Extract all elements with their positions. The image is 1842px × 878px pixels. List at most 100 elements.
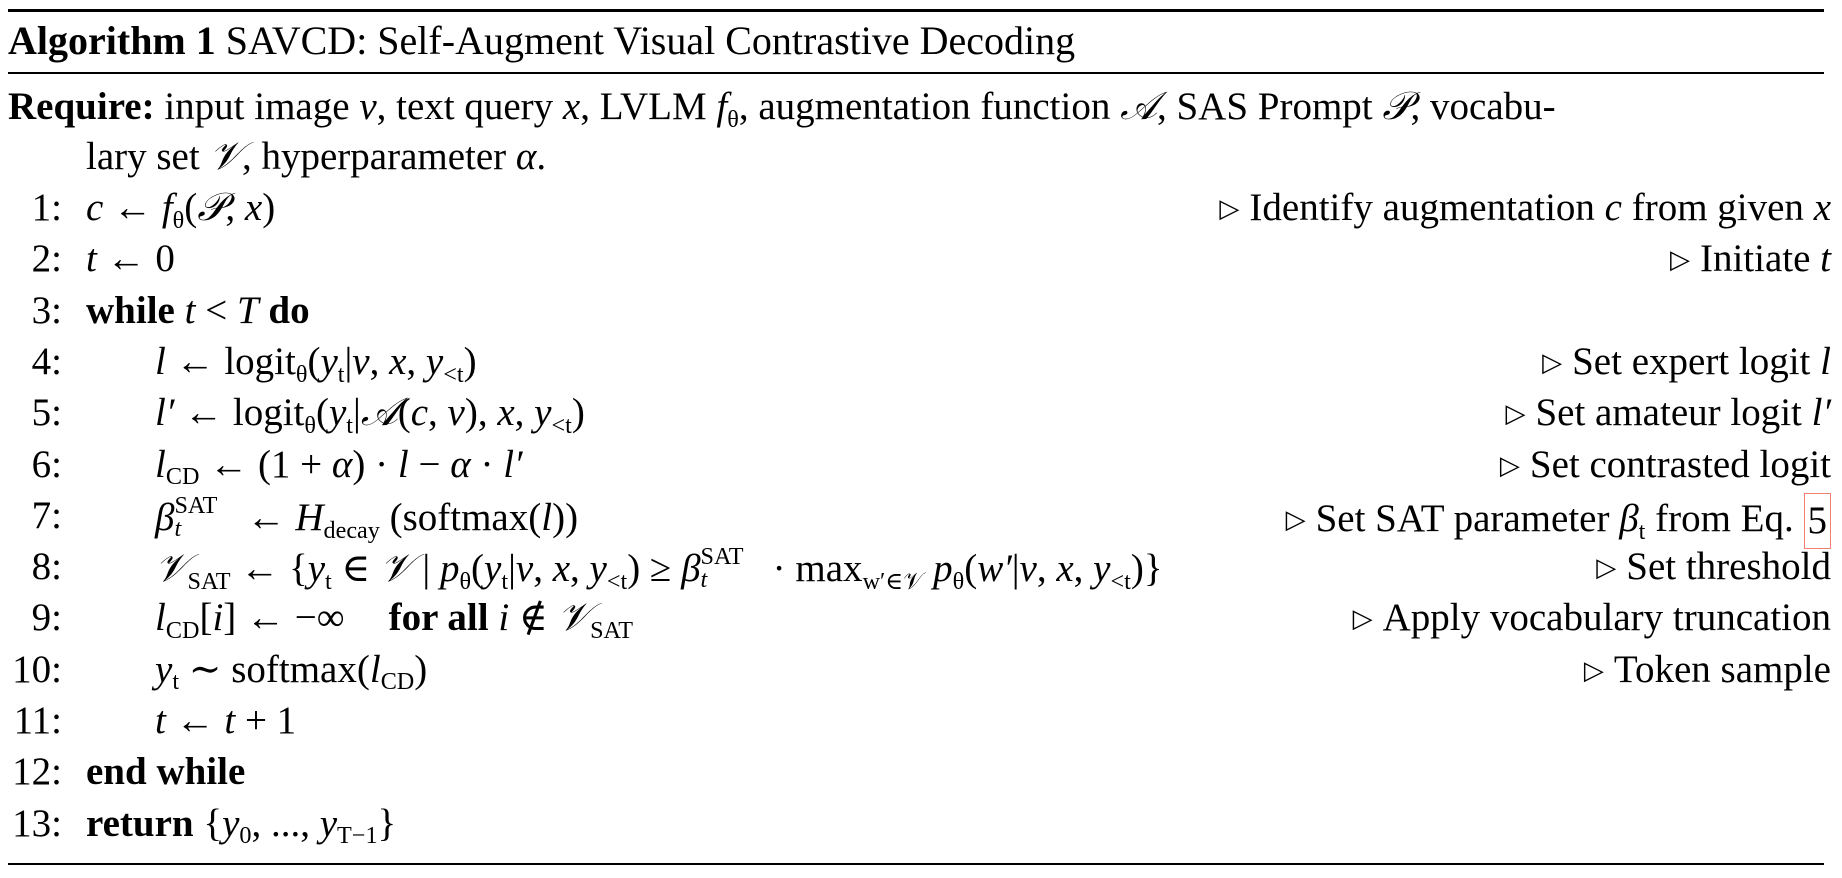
math-symbol: α — [450, 442, 471, 486]
algorithm-line: 9:lCD[i] ← −∞for all i ∉ 𝒱SAT▷Apply voca… — [0, 593, 1831, 643]
math-symbol: x — [562, 85, 581, 128]
text: ← (1 + — [199, 442, 332, 486]
math-symbol: f — [716, 85, 728, 128]
subscript: t — [325, 567, 332, 595]
comment-triangle-icon: ▷ — [1583, 655, 1604, 685]
math-symbol: l′ — [1811, 391, 1831, 435]
math-symbol: p — [933, 547, 953, 591]
math-symbol: c — [1604, 186, 1622, 229]
math-symbol: c — [410, 391, 429, 435]
text: } — [377, 801, 397, 845]
text: ← — [236, 495, 296, 539]
math-symbol: i — [498, 596, 510, 640]
text: Set threshold — [1626, 545, 1831, 589]
algorithm-line: 5:l′ ← logitθ(yt|𝒜(c, v), x, y<t)▷Set am… — [0, 388, 1831, 438]
text: input image — [164, 85, 360, 128]
text: [ — [199, 596, 213, 640]
comment-triangle-icon: ▷ — [1596, 553, 1617, 583]
subscript: t — [700, 566, 708, 594]
subscript: <t — [1110, 567, 1131, 595]
math-symbol: t — [1820, 237, 1831, 281]
algorithm-line: 3:while t < T do — [0, 286, 1831, 336]
math-symbol: v — [359, 85, 377, 128]
line-code: c ← fθ(𝒫, x) — [86, 183, 275, 233]
text: − — [408, 442, 451, 486]
algorithm-line: 13:return {y0, ..., yT−1} — [0, 799, 1831, 849]
subscript: CD — [165, 463, 200, 491]
math-symbol: t — [224, 699, 236, 742]
text: ← — [103, 186, 162, 229]
math-symbol: 𝒱 — [557, 595, 591, 641]
subscript: θ — [727, 105, 739, 133]
math-symbol: l — [155, 339, 166, 383]
text: , LVLM — [580, 85, 717, 128]
equation-reference-link[interactable]: 5 — [1803, 492, 1831, 549]
text: , — [1073, 547, 1094, 591]
text: ← 0 — [96, 237, 175, 281]
text: ) — [414, 647, 428, 691]
superscript: SAT — [174, 491, 218, 519]
line-comment: ▷Set amateur logit l′ — [1505, 388, 1831, 442]
comment-triangle-icon: ▷ — [1352, 604, 1373, 634]
algorithm-line: 4:l ← logitθ(yt|v, x, y<t)▷Set expert lo… — [0, 337, 1831, 387]
algorithm-line: 2:t ← 0▷Initiate t — [0, 234, 1831, 284]
comment-triangle-icon: ▷ — [1219, 194, 1240, 223]
text: | — [344, 339, 353, 383]
math-symbol: H — [295, 495, 324, 539]
math-symbol: 𝒜 — [1120, 84, 1157, 129]
text: ∉ — [509, 596, 558, 640]
line-code: lCD ← (1 + α) · l − α · l′ — [155, 440, 523, 490]
text: | — [353, 391, 361, 435]
text: , — [428, 391, 448, 435]
text: | — [508, 547, 516, 591]
subscript: 0 — [239, 822, 252, 850]
text: Identify augmentation — [1249, 186, 1605, 229]
math-symbol: v — [447, 391, 465, 435]
math-symbol: y — [328, 391, 347, 435]
line-number: 9: — [31, 596, 62, 640]
top-rule — [8, 9, 1824, 12]
text: | — [412, 547, 440, 591]
line-code: lCD[i] ← −∞for all i ∉ 𝒱SAT — [155, 593, 633, 643]
math-symbol: β — [155, 495, 175, 539]
subscript: t — [337, 360, 345, 388]
line-number: 1: — [31, 186, 62, 229]
text: from given — [1621, 186, 1814, 229]
line-number: 5: — [31, 391, 62, 435]
text: Initiate — [1699, 237, 1821, 281]
text: ) · — [352, 442, 398, 486]
math-symbol: t — [155, 699, 166, 742]
math-symbol: i — [212, 596, 224, 640]
text: Set expert logit — [1572, 339, 1821, 383]
comment-triangle-icon: ▷ — [1505, 399, 1526, 429]
text: ( — [964, 547, 978, 591]
math-symbol: l′ — [503, 442, 523, 486]
text: ), — [464, 391, 498, 435]
math-symbol: 𝒱 — [209, 134, 242, 179]
text: , augmentation function — [738, 85, 1121, 128]
line-number: 2: — [31, 237, 62, 281]
math-symbol: v — [352, 339, 370, 383]
subscript: θ — [172, 206, 185, 234]
line-number: 3: — [31, 288, 62, 332]
text: . — [536, 135, 547, 178]
text: + 1 — [235, 699, 297, 742]
line-comment: ▷Initiate t — [1670, 234, 1831, 288]
line-comment: ▷Set SAT parameter βt from Eq. 5 — [1286, 491, 1831, 549]
algorithm-line: 12:end while — [0, 747, 1831, 797]
math-symbol: y — [484, 547, 502, 591]
text: ( — [307, 339, 321, 383]
line-number: 4: — [31, 339, 62, 383]
subscript: <t — [443, 360, 464, 388]
math-symbol: α — [515, 135, 537, 178]
text: · max — [762, 547, 863, 591]
text: ] ← −∞ — [223, 596, 345, 640]
subscript: θ — [304, 411, 316, 439]
text: from Eq. — [1645, 496, 1804, 540]
text: Token sample — [1613, 647, 1831, 691]
subscript: t — [346, 411, 354, 439]
